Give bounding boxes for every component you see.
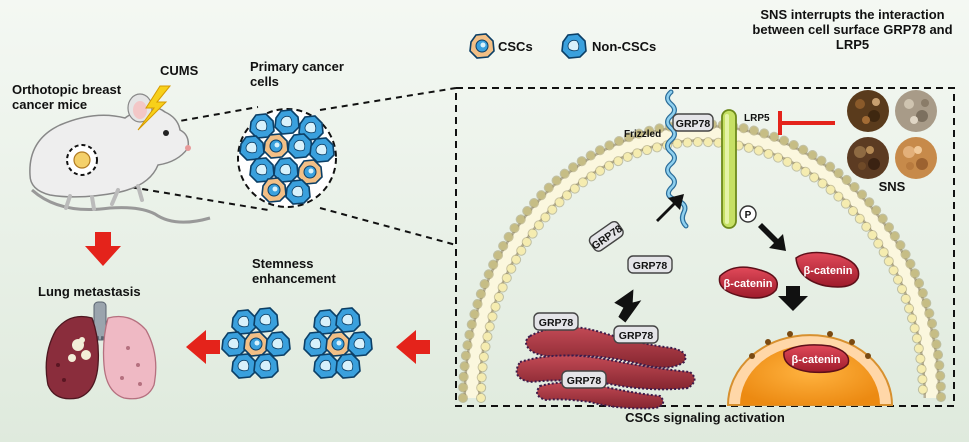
beta-catenin-shape-1 (718, 266, 778, 299)
arrow-left-icon-1 (186, 330, 220, 364)
primary-cells-label: Primary cancer cells (250, 59, 344, 89)
legend-noncsc-icon (561, 33, 587, 59)
lung-right (102, 315, 157, 400)
mouse-nose (185, 145, 191, 151)
mouse-model-label: Orthotopic breast cancer mice (12, 82, 122, 112)
sns-label: SNS (878, 179, 906, 194)
mouse-tumor (73, 151, 91, 169)
lrp5-label: LRP5 (744, 113, 770, 124)
mouse-illustration (29, 93, 211, 224)
zoom-line-panel-upper (319, 87, 457, 111)
mouse-ear-inner (133, 101, 147, 119)
endoplasmic-reticulum (515, 325, 696, 410)
lung-metastasis-label: Lung metastasis (38, 284, 141, 299)
arrow-down-right-icon (758, 223, 786, 251)
signaling-label: CSCs signaling activation (625, 410, 785, 425)
sns-herbs-image (847, 90, 937, 179)
legend-csc-icon (469, 33, 495, 59)
grp78-pill-2 (627, 255, 673, 274)
grp78-pill-3 (533, 312, 579, 331)
grp78-pill-surface (672, 113, 714, 132)
mouse-tail (31, 188, 211, 224)
arrow-left-icon-2 (396, 330, 430, 364)
mouse-feet (64, 184, 144, 211)
zoom-line-panel-lower (319, 207, 457, 246)
beta-catenin-shape-3 (783, 344, 850, 374)
stemness-label: Stemness enhancement (252, 256, 336, 286)
legend-non-cscs-label: Non-CSCs (592, 39, 657, 54)
phosphate-circle (739, 205, 757, 223)
grp78-label-5: GRP78 (567, 375, 602, 387)
grp78-label-2: GRP78 (633, 260, 668, 272)
arrow-up-icon (614, 289, 642, 323)
beta-catenin-label-1: β-catenin (724, 278, 773, 290)
grp78-surface-label: GRP78 (676, 118, 711, 130)
grp78-pill-5 (561, 370, 607, 389)
mouse-eye (163, 130, 169, 136)
arrow-up-right-icon (656, 194, 684, 222)
lightning-icon (137, 85, 172, 131)
grp78-pill-1 (588, 220, 624, 252)
beta-catenin-label-3: β-catenin (792, 354, 841, 366)
arrow-down-icon (778, 286, 808, 311)
zoom-line-lower (87, 179, 269, 211)
cums-label: CUMS (160, 63, 199, 78)
frizzled-label: Frizzled (624, 129, 661, 140)
mouse-body (29, 106, 190, 198)
lungs-illustration (45, 301, 157, 400)
grp78-label-3: GRP78 (539, 317, 574, 329)
arrow-down-icon (85, 232, 121, 266)
grp78-pill-4 (613, 325, 659, 344)
legend-cscs-label: CSCs (498, 39, 533, 54)
phosphate-label: P (745, 210, 752, 221)
sns-note-label: SNS interrupts the interaction between c… (752, 7, 953, 52)
grp78-label-4: GRP78 (619, 330, 654, 342)
beta-catenin-shape-2 (795, 251, 860, 288)
stemness-cluster-2 (303, 307, 373, 379)
beta-catenin-label-2: β-catenin (804, 265, 853, 277)
stemness-cluster-1 (221, 307, 291, 379)
